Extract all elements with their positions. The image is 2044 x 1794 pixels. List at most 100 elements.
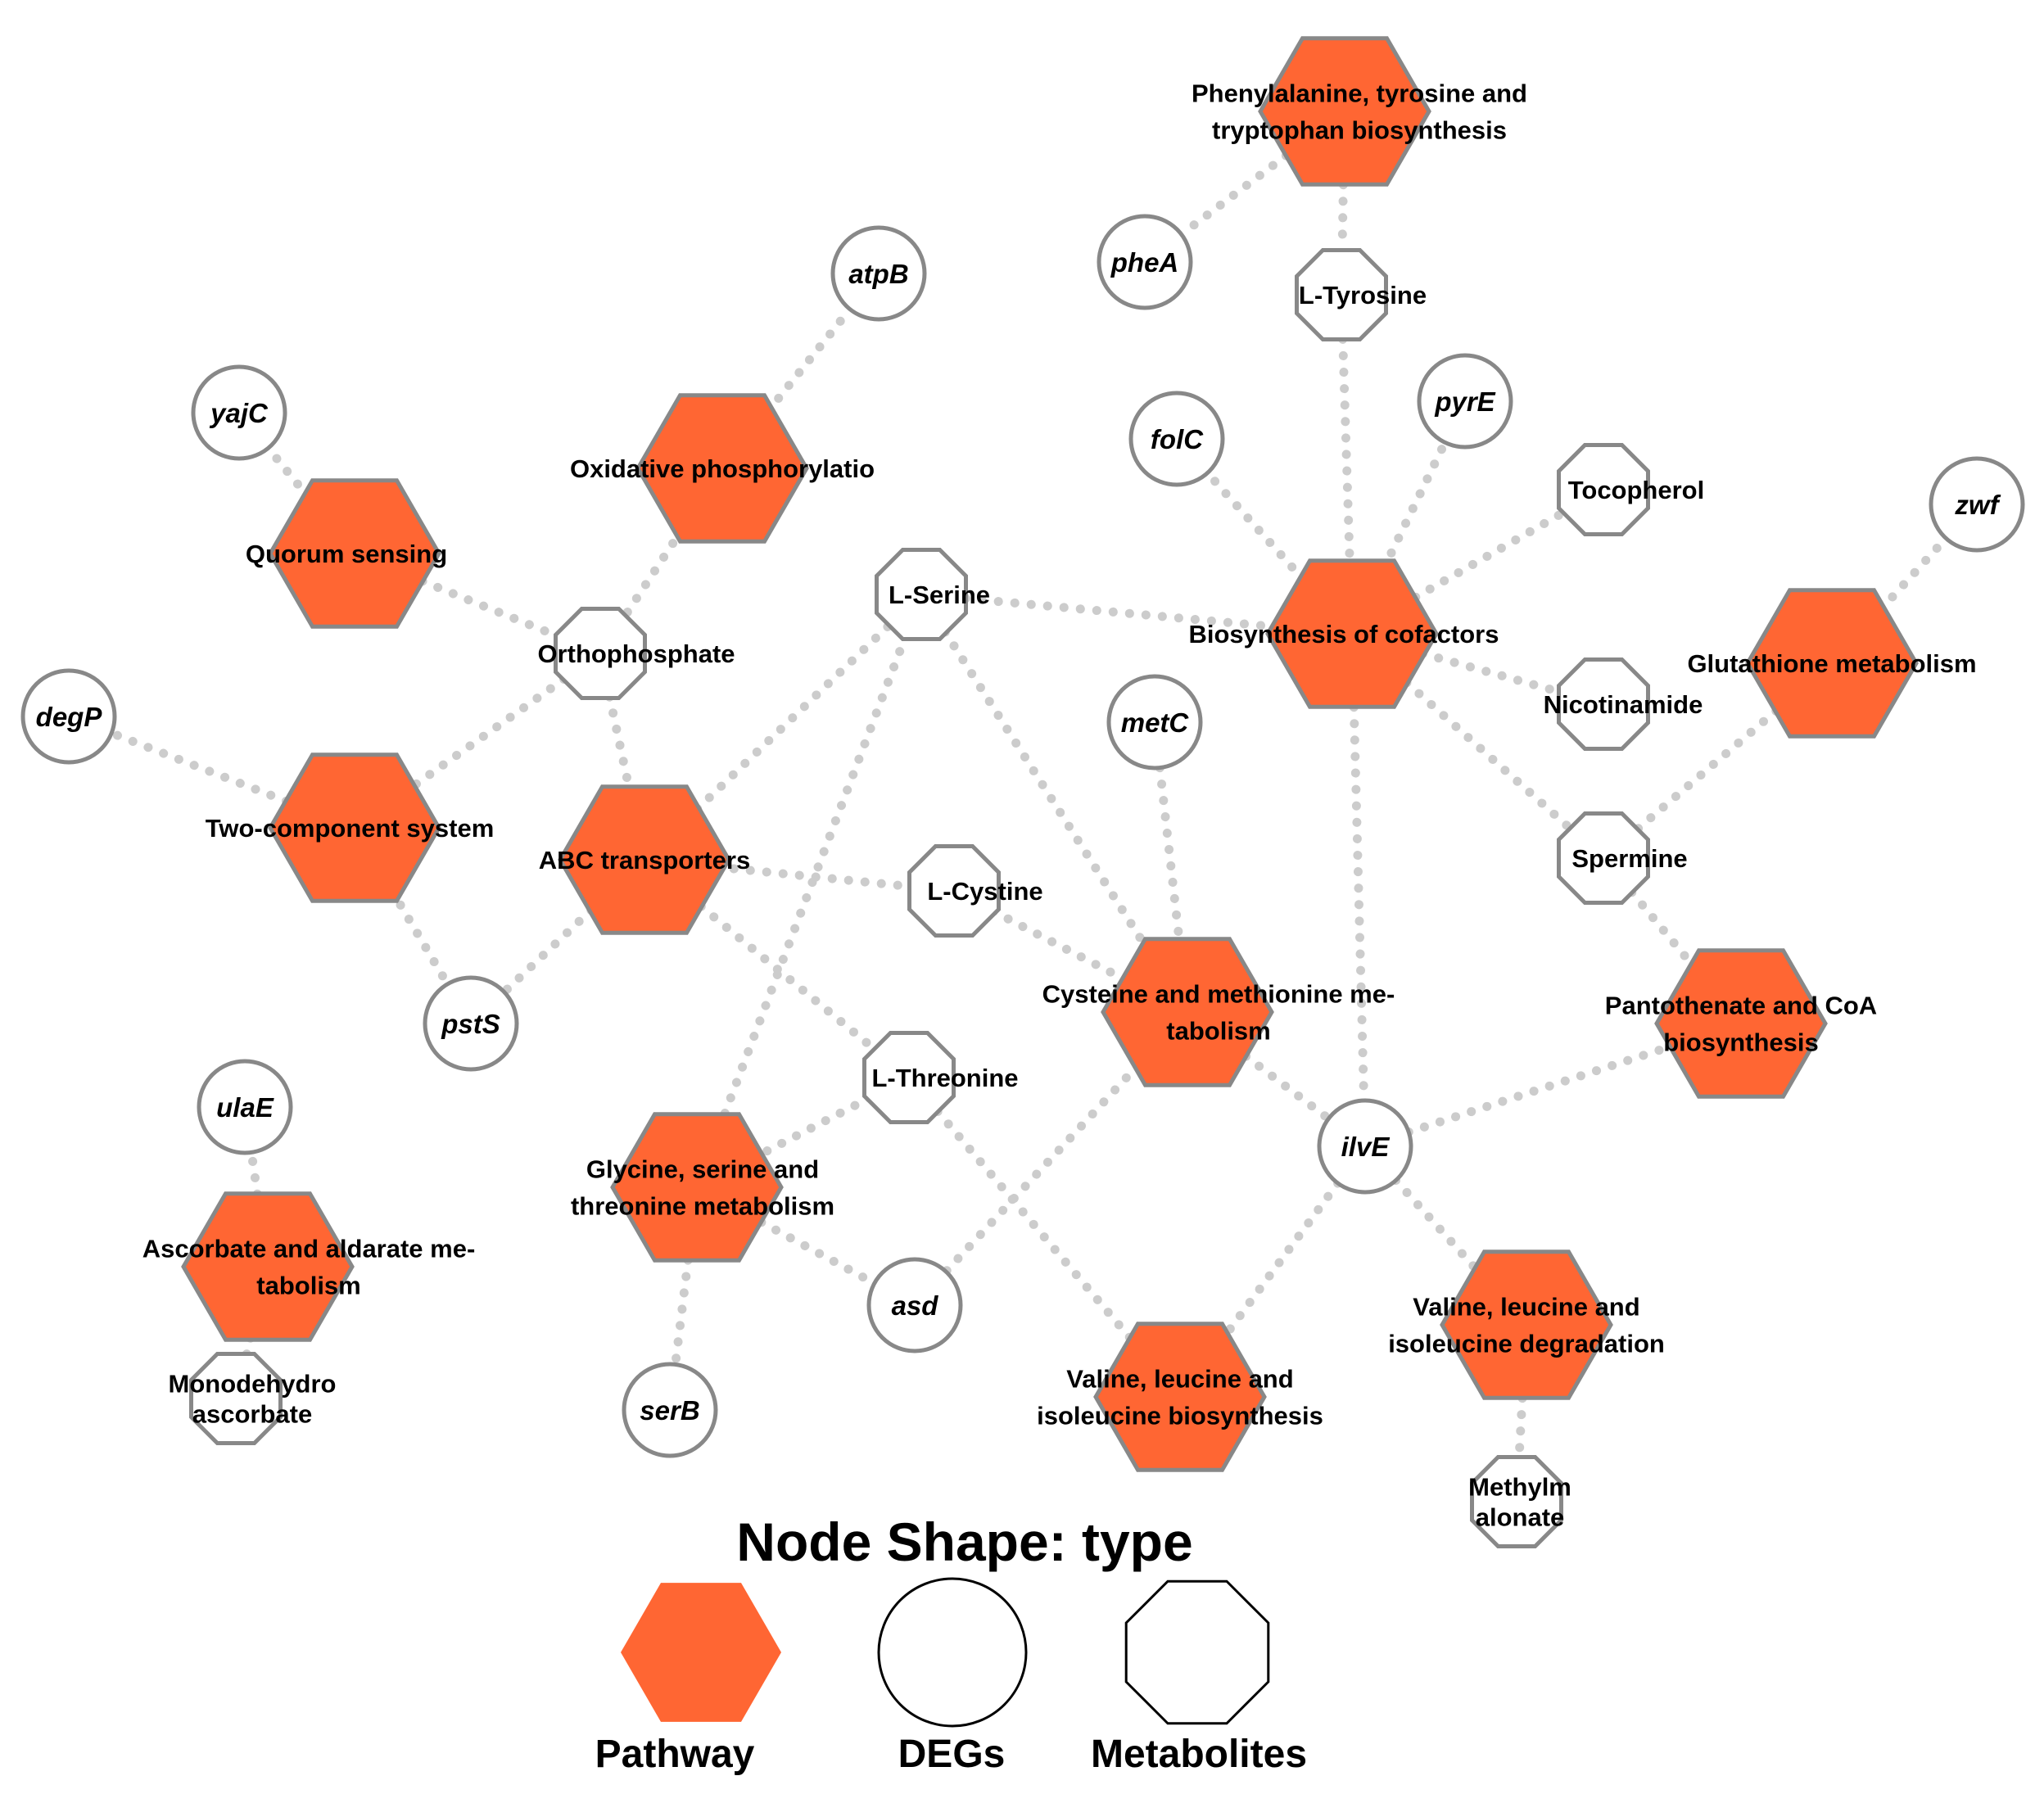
node-label: L-Serine [889,581,990,609]
node-tyrosine: L-Tyrosine [1295,248,1427,341]
nodes-layer: Phenylalanine, tyrosine and tryptophan bi… [20,36,2025,1548]
node-label: Biosynthesis of cofactors [1189,620,1499,648]
edge-cofactors-tocopherol [1411,507,1570,602]
edge-metC-cysmet [1155,763,1184,944]
deg-circle [191,364,287,461]
node-label: isoleucine biosynthesis [1037,1402,1323,1430]
edge-pheTyrTrp-pheA [1177,151,1291,239]
pathway-hexagon [268,478,441,629]
legend-label-metabolites: Metabolites [1091,1733,1307,1776]
deg-circle [1929,456,2025,553]
metabolite-octagon [1557,811,1650,905]
node-label: Spermine [1571,844,1687,873]
node-label: zwf [1954,490,2001,520]
edge-glyserthr-asd [757,1218,880,1288]
edge-cofactors-spermine [1402,678,1575,834]
node-label: ABC transporters [539,846,750,874]
pathway-hexagon [1101,937,1274,1087]
legend-degs-circle-icon [877,1577,1028,1728]
edge-twocomp-pstS [387,886,452,989]
metabolite-octagon [907,844,1001,938]
edge-cysmet-ilvE [1241,1051,1333,1123]
node-label: serB [640,1395,699,1426]
node-label: ilvE [1341,1132,1391,1162]
node-serB: serB [622,1362,718,1458]
node-label: folC [1151,424,1204,454]
node-label: yajC [209,398,269,428]
node-ulaE: ulaE [197,1059,293,1155]
edge-threonine-vlibio [933,1106,1137,1346]
node-label: Two-component system [206,814,495,843]
node-label: pheA [1110,247,1179,278]
node-label: Ascorbate and aldarate me- [142,1235,476,1263]
legend-metabolites-octagon-icon [1124,1579,1270,1725]
metabolite-octagon [1470,1455,1563,1548]
deg-circle [423,975,519,1072]
edge-quorum-orthophosphate [418,576,564,642]
metabolite-octagon [1295,248,1388,341]
node-label: tryptophan biosynthesis [1212,116,1507,145]
node-degP: degP [20,668,117,765]
edge-ilvE-vlibio [1219,1178,1343,1343]
node-label: ulaE [216,1092,274,1123]
node-label: Quorum sensing [246,540,447,568]
pathway-hexagon [1654,948,1828,1099]
node-label: Phenylalanine, tyrosine and [1192,79,1527,108]
node-cofactors: Biosynthesis of cofactors [1189,558,1499,709]
deg-circle [622,1362,718,1458]
edge-abc-pstS [500,906,596,997]
metabolite-octagon [875,548,968,641]
legend-pathway-hexagon-icon [621,1583,781,1722]
node-label: pyrE [1434,386,1495,417]
node-label: pstS [441,1009,500,1039]
edge-cofactors-nicotinamide [1418,648,1566,697]
node-label: tabolism [256,1272,360,1300]
edge-threonine-glyserthr [757,1093,875,1159]
edge-cysmet-asd [941,1061,1142,1277]
node-nicotinamide: Nicotinamide [1544,657,1703,751]
node-spermine: Spermine [1557,811,1688,905]
edge-abc-threonine [696,902,880,1054]
edge-orthophosphate-abc [604,692,634,793]
node-quorum: Quorum sensing [246,478,447,629]
legend-title: Node Shape: type [736,1512,1192,1572]
node-ilvE: ilvE [1317,1098,1413,1195]
edge-abc-cystine [712,862,915,892]
edge-ilvE-pantothenate [1404,1042,1676,1137]
metabolite-octagon [554,607,647,700]
edge-glyserthr-serB [671,1255,693,1369]
node-pheTyrTrp: Phenylalanine, tyrosine and tryptophan bi… [1192,36,1527,187]
node-pstS: pstS [423,975,519,1072]
edges-layer [106,151,1951,1462]
pathway-hexagon [1745,588,1919,739]
node-label: isoleucine degradation [1388,1330,1665,1358]
pathway-hexagon [268,752,441,903]
node-twocomp: Two-component system [206,752,495,903]
node-label: Methylm [1468,1473,1571,1502]
node-zwf: zwf [1929,456,2025,553]
edge-cofactors-pyrE [1379,437,1449,572]
pathway-hexagon [1265,558,1439,709]
metabolite-octagon [1557,443,1650,536]
pathway-hexagon [558,784,731,935]
node-label: Glycine, serine and [586,1155,819,1184]
node-pyrE: pyrE [1417,353,1513,450]
edge-ascorbate-ulaE [246,1147,262,1199]
node-label: Cysteine and methionine me- [1042,980,1395,1009]
deg-circle [1128,391,1225,487]
node-label: tabolism [1166,1017,1270,1046]
edge-twocomp-degP [106,728,291,806]
edge-serine-cysmet [940,627,1153,955]
node-label: degP [36,702,103,732]
pathway-hexagon [181,1191,355,1342]
edge-oxphos-atpB [763,305,855,416]
node-label: threonine metabolism [571,1192,834,1221]
edge-tyrosine-cofactors [1338,334,1354,565]
pathway-hexagon [635,393,809,544]
node-label: Pantothenate and CoA [1605,992,1877,1020]
